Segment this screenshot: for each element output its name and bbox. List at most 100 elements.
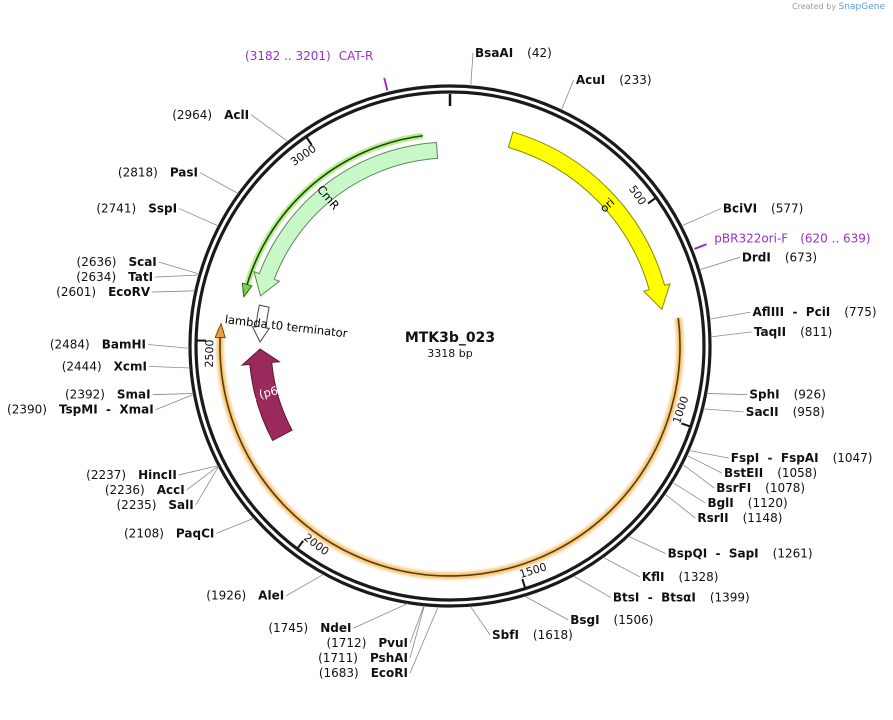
enzyme-name: AleI <box>258 589 284 603</box>
enzyme-connector <box>409 605 425 644</box>
primer-label[interactable]: (3182 .. 3201)CAT-R <box>245 49 373 63</box>
enzyme-label[interactable]: AflIII - PciI(775) <box>753 305 877 319</box>
enzyme-position: (2390) <box>7 403 47 417</box>
enzyme-label[interactable]: (2235)SalI <box>117 498 194 512</box>
enzyme-label[interactable]: BspQI - SapI(1261) <box>668 546 813 560</box>
enzyme-site-pasi[interactable]: (2818)PasI <box>118 166 239 194</box>
enzyme-label[interactable]: TaqII(811) <box>754 325 833 339</box>
enzyme-site-bsgi[interactable]: BsgI(1506) <box>524 595 654 627</box>
enzyme-site-tspmi-xmai[interactable]: (2390)TspMI - XmaI <box>7 394 194 417</box>
enzyme-site-sphi[interactable]: SphI(926) <box>706 388 826 402</box>
enzyme-connector <box>689 450 729 459</box>
enzyme-label[interactable]: BsrFI(1078) <box>716 481 805 495</box>
feature-cmr[interactable]: CmR <box>253 141 439 297</box>
primer-site-mark <box>694 243 707 250</box>
enzyme-site-ecorv[interactable]: (2601)EcoRV <box>56 285 195 299</box>
enzyme-label[interactable]: (2964)AclI <box>172 108 249 122</box>
enzyme-label[interactable]: (2634)TatI <box>76 270 153 284</box>
enzyme-site-acli[interactable]: (2964)AclI <box>172 108 289 142</box>
enzyme-site-sbfi[interactable]: SbfI(1618) <box>469 605 573 642</box>
feature-lambda-t0-terminator[interactable]: lambda t0 terminator <box>224 304 349 343</box>
enzyme-label[interactable]: BsaAI(42) <box>475 46 552 60</box>
enzyme-label[interactable]: BglI(1120) <box>707 496 787 510</box>
enzyme-site-rsrii[interactable]: RsrII(1148) <box>664 493 783 525</box>
primer-cat-r[interactable]: (3182 .. 3201)CAT-R <box>245 49 389 91</box>
enzyme-site-sspi[interactable]: (2741)SspI <box>96 202 219 227</box>
enzyme-label[interactable]: RsrII(1148) <box>697 511 782 525</box>
enzyme-site-scai[interactable]: (2636)ScaI <box>77 255 200 275</box>
enzyme-label[interactable]: (2444)XcmI <box>62 359 147 373</box>
enzyme-site-bsrfi[interactable]: BsrFI(1078) <box>682 464 805 495</box>
enzyme-site-bsaai[interactable]: BsaAI(42) <box>470 46 552 86</box>
enzyme-site-acci[interactable]: (2236)AccI <box>105 465 219 497</box>
enzyme-label[interactable]: (1683)EcoRI <box>319 666 408 680</box>
tick-mark <box>305 136 313 146</box>
enzyme-label[interactable]: (2484)BamHI <box>50 337 146 351</box>
orange-arc-line <box>219 317 681 577</box>
enzyme-site-btsi-bts-i[interactable]: BtsI - BtsαI(1399) <box>573 575 750 605</box>
enzyme-position: (1047) <box>833 451 873 465</box>
enzyme-label[interactable]: (1711)PshAI <box>318 651 408 665</box>
feature-rela-p65-ad-arrow[interactable] <box>240 348 293 442</box>
enzyme-site-taqii[interactable]: TaqII(811) <box>710 325 833 339</box>
enzyme-label[interactable]: AcuI(233) <box>576 73 652 87</box>
enzyme-label[interactable]: (2237)HincII <box>86 468 177 482</box>
enzyme-site-acui[interactable]: AcuI(233) <box>561 73 652 111</box>
enzyme-site-bamhi[interactable]: (2484)BamHI <box>50 337 190 351</box>
feature-rela-p65-ad[interactable]: RelA (p65) AD <box>229 348 311 442</box>
feature-ori-arrow[interactable] <box>507 131 671 311</box>
enzyme-label[interactable]: FspI - FspAI(1047) <box>731 451 873 465</box>
enzyme-connector <box>672 482 706 504</box>
enzyme-site-pshai[interactable]: (1711)PshAI <box>318 605 425 665</box>
enzyme-position: (775) <box>844 305 876 319</box>
enzyme-position: (2634) <box>76 270 116 284</box>
enzyme-site-afliii-pcii[interactable]: AflIII - PciI(775) <box>709 305 877 320</box>
enzyme-site-fspi-fspai[interactable]: FspI - FspAI(1047) <box>689 450 872 465</box>
enzyme-site-sacii[interactable]: SacII(958) <box>703 405 825 419</box>
feature-lambda-t0-terminator-arrow[interactable] <box>251 304 271 343</box>
enzyme-site-sali[interactable]: (2235)SalI <box>117 466 219 512</box>
enzyme-connector <box>682 464 715 489</box>
enzyme-position: (1078) <box>765 481 805 495</box>
enzyme-label[interactable]: (1745)NdeI <box>268 621 351 635</box>
enzyme-label[interactable]: (2818)PasI <box>118 166 198 180</box>
enzyme-site-ndei[interactable]: (1745)NdeI <box>268 603 408 636</box>
enzyme-label[interactable]: BsgI(1506) <box>570 613 653 627</box>
enzyme-label[interactable]: BstEII(1058) <box>724 466 817 480</box>
enzyme-site-kfli[interactable]: KflI(1328) <box>602 557 719 584</box>
enzyme-label[interactable]: (1926)AleI <box>206 589 284 603</box>
enzyme-label[interactable]: SbfI(1618) <box>492 628 573 642</box>
enzyme-label[interactable]: (2601)EcoRV <box>56 285 151 299</box>
feature-ori[interactable]: ori <box>507 131 671 311</box>
enzyme-site-alei[interactable]: (1926)AleI <box>206 573 324 603</box>
enzyme-label[interactable]: SacII(958) <box>746 405 825 419</box>
enzyme-label[interactable]: (2236)AccI <box>105 483 185 497</box>
enzyme-site-bgli[interactable]: BglI(1120) <box>672 482 788 510</box>
primer-pbr322ori-f[interactable]: pBR322ori-F(620 .. 639) <box>694 232 871 250</box>
enzyme-name: RsrII <box>697 511 728 525</box>
enzyme-site-bsteii[interactable]: BstEII(1058) <box>686 455 817 480</box>
enzyme-site-smai[interactable]: (2392)SmaI <box>65 388 194 402</box>
enzyme-site-bcivi[interactable]: BciVI(577) <box>681 202 804 227</box>
enzyme-label[interactable]: KflI(1328) <box>642 570 719 584</box>
enzyme-label[interactable]: (1712)PvuI <box>326 636 408 650</box>
enzyme-site-tati[interactable]: (2634)TatI <box>76 270 199 284</box>
enzyme-site-bspqi-sapi[interactable]: BspQI - SapI(1261) <box>628 535 813 560</box>
enzyme-label[interactable]: (2390)TspMI - XmaI <box>7 403 154 417</box>
enzyme-site-drdi[interactable]: DrdI(673) <box>699 250 817 271</box>
enzyme-label[interactable]: (2108)PaqCI <box>124 526 214 540</box>
enzyme-label[interactable]: DrdI(673) <box>742 250 817 264</box>
enzyme-label[interactable]: BtsI - BtsαI(1399) <box>613 591 750 605</box>
enzyme-label[interactable]: BciVI(577) <box>723 202 803 216</box>
primer-label[interactable]: pBR322ori-F(620 .. 639) <box>714 232 870 246</box>
enzyme-site-ecori[interactable]: (1683)EcoRI <box>319 606 439 680</box>
enzyme-label[interactable]: SphI(926) <box>749 388 826 402</box>
feature-cmr-arrow[interactable] <box>253 141 439 297</box>
enzyme-label[interactable]: (2636)ScaI <box>77 255 157 269</box>
enzyme-site-pvui[interactable]: (1712)PvuI <box>326 605 425 650</box>
enzyme-site-paqci[interactable]: (2108)PaqCI <box>124 517 255 540</box>
enzyme-label[interactable]: (2741)SspI <box>96 202 177 216</box>
enzyme-site-xcmi[interactable]: (2444)XcmI <box>62 359 190 373</box>
enzyme-label[interactable]: (2392)SmaI <box>65 388 151 402</box>
enzyme-site-hincii[interactable]: (2237)HincII <box>86 465 219 482</box>
